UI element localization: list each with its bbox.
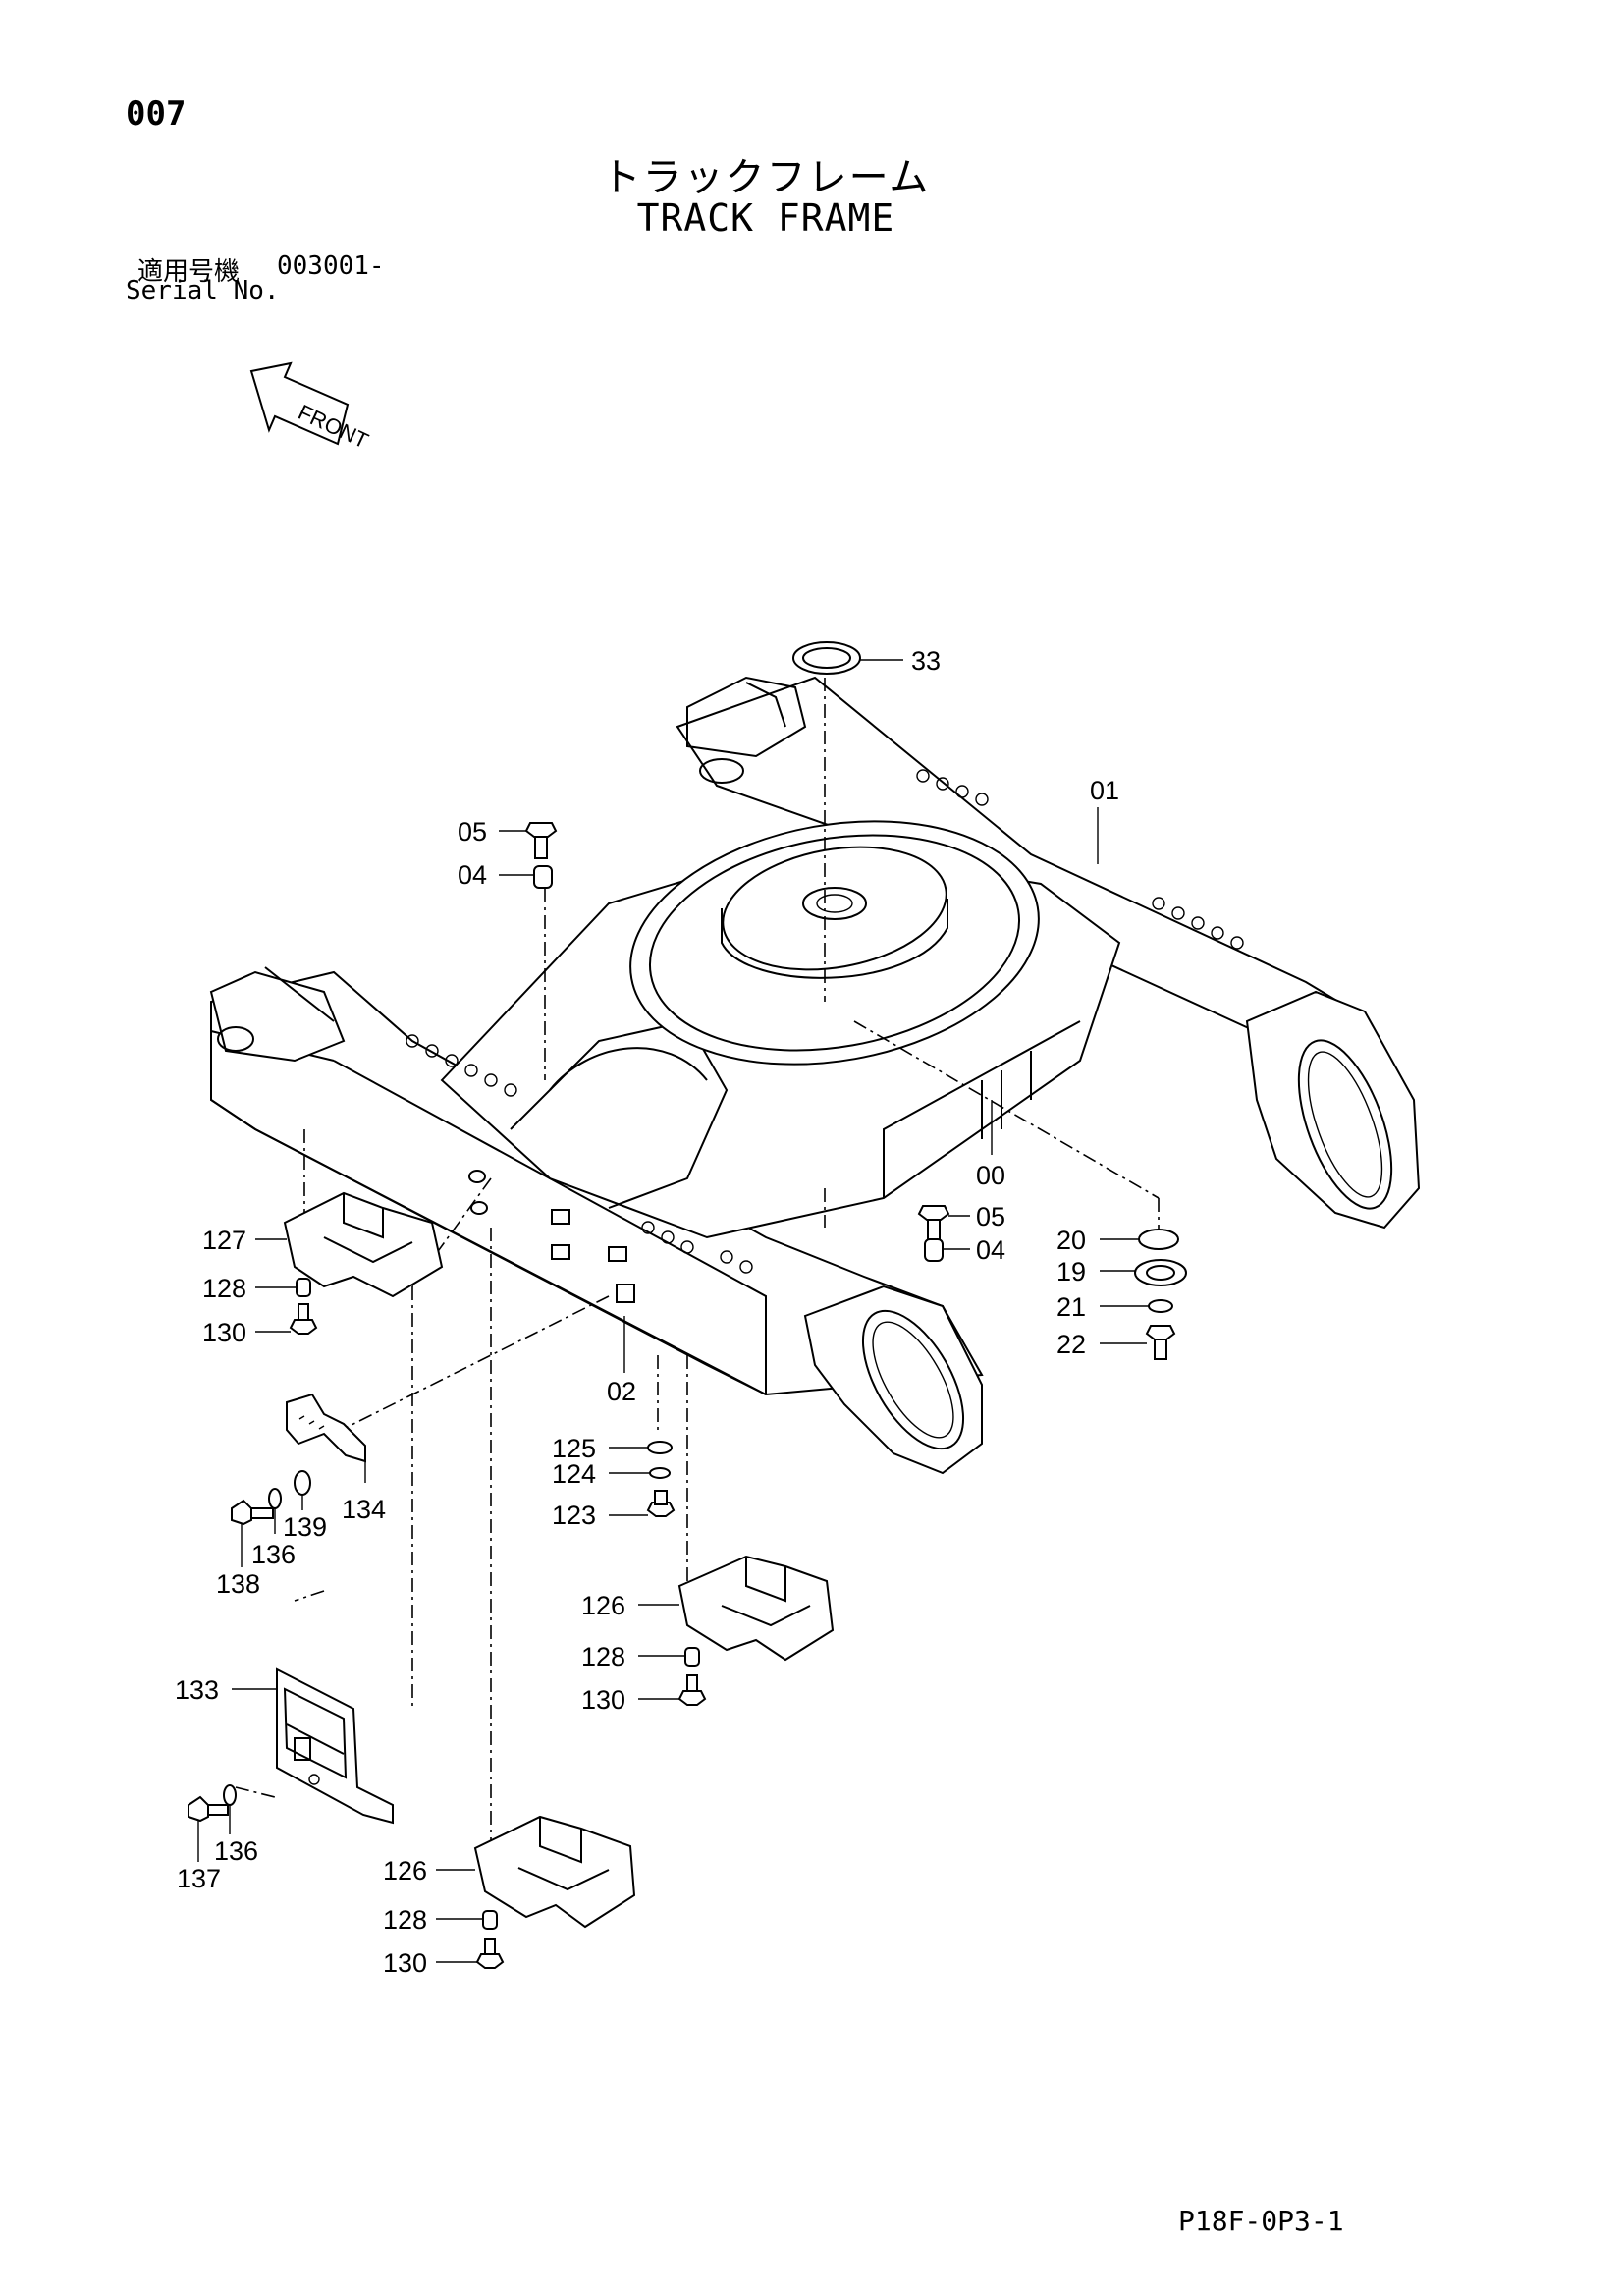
cover-20 (1100, 1229, 1179, 1250)
track-frame-main (209, 676, 1421, 1475)
collar-128b (638, 1647, 700, 1667)
collar-128a (255, 1278, 311, 1297)
bolt-130b (638, 1674, 707, 1706)
callout-19: 19 (1056, 1257, 1086, 1286)
callout-128a: 128 (202, 1274, 246, 1303)
callout-139: 139 (283, 1512, 327, 1542)
washer-136b (223, 1784, 237, 1834)
bolt-130a (255, 1303, 318, 1335)
callout-04-upper: 04 (458, 860, 487, 890)
collar-04-lower (924, 1238, 970, 1262)
serial-range: 003001- (277, 251, 385, 281)
page-number: 007 (126, 94, 187, 134)
seal-ring-33 (792, 641, 903, 675)
callout-04-lower: 04 (976, 1235, 1005, 1265)
bolt-137 (188, 1795, 229, 1862)
guide-block-126b (436, 1815, 636, 1929)
collar-04-upper (499, 865, 553, 889)
callout-130a: 130 (202, 1318, 246, 1347)
plate-19 (1100, 1259, 1187, 1286)
guide-block-126a (638, 1555, 835, 1662)
washer-136a (268, 1488, 282, 1534)
callout-21: 21 (1056, 1292, 1086, 1322)
callout-02: 02 (607, 1377, 636, 1406)
callout-labels: 33 01 05 04 00 05 04 20 19 21 22 127 128… (175, 646, 1119, 1978)
callout-128c: 128 (383, 1905, 427, 1935)
drawing-code: P18F-0P3-1 (1178, 2205, 1344, 2237)
bolt-22 (1100, 1325, 1176, 1360)
bracket-134 (286, 1393, 366, 1483)
callout-138: 138 (216, 1569, 260, 1599)
callout-22: 22 (1056, 1330, 1086, 1359)
washer-124 (609, 1467, 671, 1479)
callout-136b: 136 (214, 1836, 258, 1866)
title-japanese: トラックフレーム (601, 155, 931, 200)
bolt-130c (436, 1938, 505, 1969)
callout-133: 133 (175, 1675, 219, 1705)
callout-128b: 128 (581, 1642, 625, 1671)
callout-127: 127 (202, 1226, 246, 1255)
callout-136a: 136 (251, 1540, 296, 1569)
callout-130b: 130 (581, 1685, 625, 1715)
callout-130c: 130 (383, 1948, 427, 1978)
washer-139 (294, 1470, 311, 1510)
guard-133 (232, 1667, 394, 1825)
washer-21 (1100, 1299, 1173, 1313)
collar-128c (436, 1910, 498, 1930)
callout-126a: 126 (581, 1591, 625, 1620)
callout-05-upper: 05 (458, 817, 487, 847)
bolt-123 (609, 1490, 676, 1517)
title-english: TRACK FRAME (636, 196, 895, 240)
bolt-138 (231, 1499, 274, 1567)
callout-00: 00 (976, 1161, 1005, 1190)
callout-134: 134 (342, 1495, 386, 1524)
callout-33: 33 (911, 646, 941, 676)
callout-20: 20 (1056, 1226, 1086, 1255)
callout-126b: 126 (383, 1856, 427, 1886)
callout-01: 01 (1090, 776, 1119, 805)
serial-label-japanese: 適用号機 (137, 257, 241, 287)
guide-block-127 (255, 1191, 444, 1298)
callout-137: 137 (177, 1864, 221, 1893)
front-arrow-icon: FRONT (249, 361, 372, 454)
callout-123: 123 (552, 1501, 596, 1530)
bolt-05-lower (917, 1205, 970, 1242)
callout-124: 124 (552, 1459, 596, 1489)
washer-125 (609, 1441, 673, 1454)
callout-125: 125 (552, 1434, 596, 1463)
bolt-05-upper (499, 822, 558, 859)
serial-label-english: Serial No. (126, 276, 280, 305)
callout-05-lower: 05 (976, 1202, 1005, 1231)
